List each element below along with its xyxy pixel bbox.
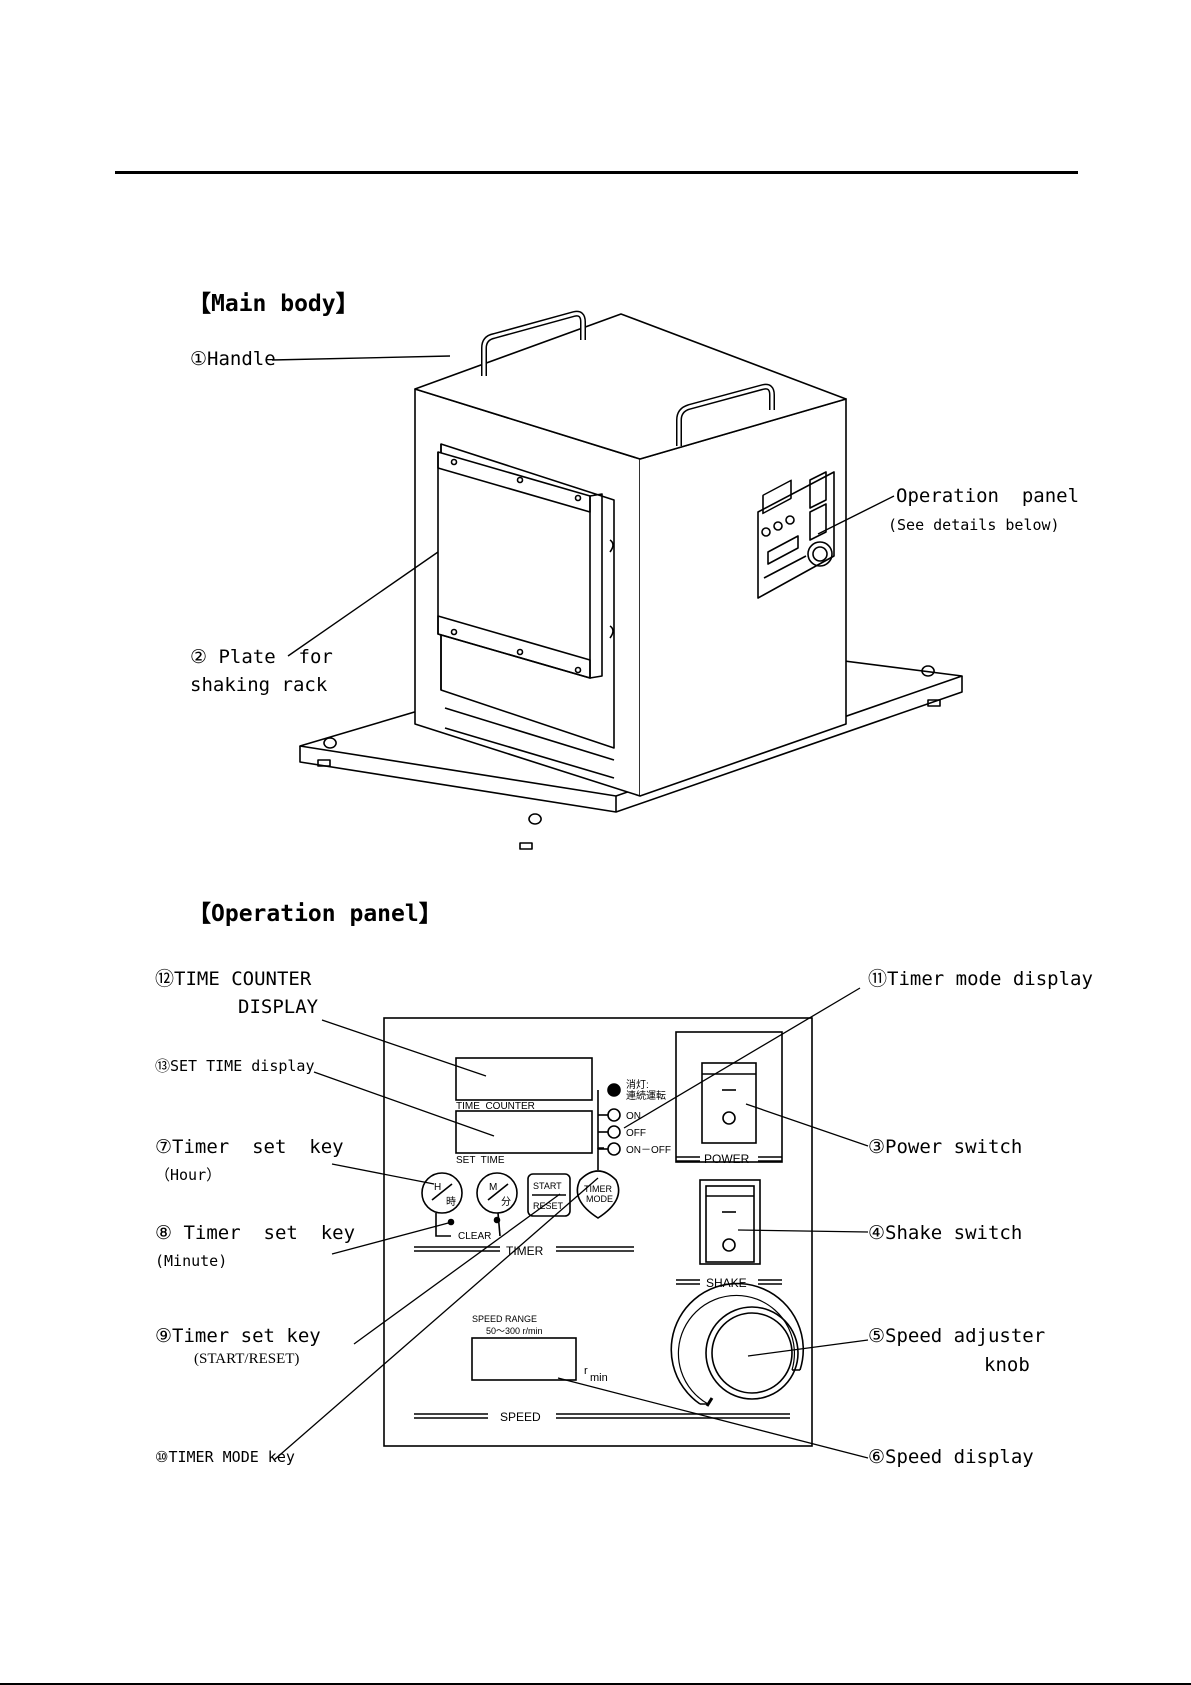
panel-speed-range-label: SPEED RANGE xyxy=(472,1314,537,1324)
bottom-rule xyxy=(0,1683,1191,1685)
label-plate-line1: ② Plate for xyxy=(190,646,333,668)
panel-timer-section-label: TIMER xyxy=(506,1244,544,1258)
key-mode-label: MODE xyxy=(586,1194,613,1204)
callout-timer-set-minute: ⑧ Timer set key xyxy=(155,1222,356,1244)
callout-timer-set-start-sub: (START/RESET) xyxy=(194,1351,300,1367)
panel-mode-onoff: ON－OFF xyxy=(626,1145,671,1156)
panel-time-counter-label: TIME COUNTER xyxy=(456,1101,535,1112)
panel-mode-led1-line1: 消灯: xyxy=(626,1078,649,1091)
panel-set-time-label: SET TIME xyxy=(456,1155,505,1166)
top-rule xyxy=(115,171,1078,174)
panel-power-label: POWER xyxy=(704,1152,750,1166)
callout-timer-set-minute-sub: (Minute) xyxy=(155,1252,228,1270)
callout-speed-display: ⑥Speed display xyxy=(868,1446,1034,1468)
key-m-jp: 分 xyxy=(501,1196,511,1208)
panel-unit-r: r xyxy=(584,1365,588,1377)
callout-timer-set-hour: ⑦Timer set key xyxy=(155,1136,344,1158)
callout-time-counter-line2: DISPLAY xyxy=(238,996,319,1018)
callout-power-switch: ③Power switch xyxy=(868,1136,1023,1158)
label-handle: ①Handle xyxy=(190,348,276,370)
key-h-label: H xyxy=(434,1182,441,1193)
panel-mode-on: ON xyxy=(626,1111,641,1122)
panel-mode-off: OFF xyxy=(626,1128,646,1139)
key-start-label: START xyxy=(533,1181,562,1191)
panel-mode-led1-line2: 連続運転 xyxy=(626,1089,666,1102)
key-reset-label: RESET xyxy=(533,1201,564,1211)
callout-speed-knob-line2: knob xyxy=(984,1354,1030,1376)
panel-shake-label: SHAKE xyxy=(706,1276,747,1290)
label-operation-panel: Operation panel xyxy=(896,485,1080,507)
callout-timer-set-hour-sub: （Hour） xyxy=(155,1166,222,1184)
key-timer-label: TIMER xyxy=(584,1184,612,1194)
panel-speed-section-label: SPEED xyxy=(500,1410,541,1424)
label-plate-line2: shaking rack xyxy=(190,674,328,696)
panel-speed-range-value: 50～300 r/min xyxy=(486,1326,543,1336)
key-h-jp: 時 xyxy=(446,1196,456,1208)
callout-set-time-display: ⑬SET TIME display xyxy=(155,1057,315,1075)
callout-timer-mode-display: ⑪Timer mode display xyxy=(868,968,1093,990)
callout-shake-switch: ④Shake switch xyxy=(868,1222,1023,1244)
callout-timer-mode-key: ⑩TIMER MODE key xyxy=(155,1448,295,1466)
panel-clear-label: CLEAR xyxy=(458,1231,491,1242)
main-body-heading: 【Main body】 xyxy=(188,291,359,317)
callout-timer-set-start: ⑨Timer set key xyxy=(155,1325,321,1347)
callout-speed-knob-line1: ⑤Speed adjuster xyxy=(868,1325,1046,1347)
operation-panel-heading: 【Operation panel】 xyxy=(188,901,442,927)
key-m-label: M xyxy=(489,1182,497,1193)
panel-unit-min: min xyxy=(590,1372,608,1384)
label-operation-panel-note: (See details below) xyxy=(888,516,1060,534)
callout-time-counter-line1: ⑫TIME COUNTER xyxy=(155,968,312,990)
